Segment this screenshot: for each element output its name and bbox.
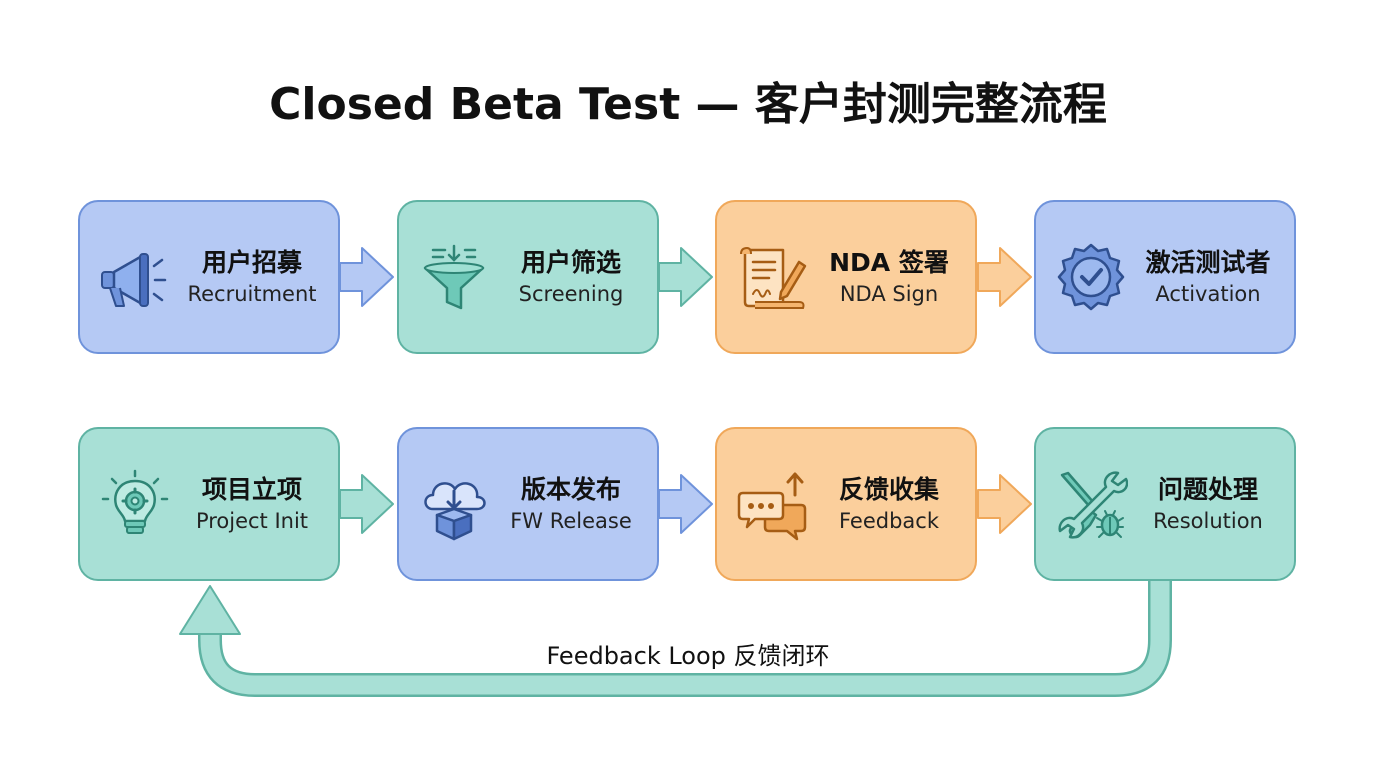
step-title-en: Resolution: [1153, 509, 1263, 533]
step-label: 激活测试者 Activation: [1128, 246, 1288, 308]
step-title-zh: 用户招募: [201, 248, 302, 277]
step-activation: 激活测试者 Activation: [1034, 200, 1296, 354]
step-title-zh: 用户筛选: [520, 248, 621, 277]
step-title-en: Screening: [518, 282, 624, 306]
lightbulb-gear-icon: [101, 469, 169, 534]
chat-bubbles-icon: [737, 472, 807, 541]
step-label: NDA 签署 NDA Sign: [809, 246, 969, 308]
arrow-release-to-feedback: [658, 474, 713, 534]
step-fw-release: 版本发布 FW Release: [397, 427, 659, 581]
step-title-en: Activation: [1155, 282, 1261, 306]
step-label: 版本发布 FW Release: [491, 473, 651, 535]
document-sign-icon: [740, 246, 807, 309]
step-feedback: 反馈收集 Feedback: [715, 427, 977, 581]
step-title-zh: NDA 签署: [829, 248, 949, 277]
arrow-feedback-to-resolution: [977, 474, 1032, 534]
tools-bug-icon: [1058, 471, 1128, 539]
step-label: 用户招募 Recruitment: [172, 246, 332, 308]
feedback-loop-arrow: [179, 580, 1172, 697]
page-title: Closed Beta Test — 客户封测完整流程: [269, 79, 1107, 130]
step-nda-sign: NDA 签署 NDA Sign: [715, 200, 977, 354]
step-label: 项目立项 Project Init: [172, 473, 332, 535]
step-label: 反馈收集 Feedback: [809, 473, 969, 535]
step-resolution: 问题处理 Resolution: [1034, 427, 1296, 581]
step-title-en: FW Release: [510, 509, 632, 533]
arrow-project-init-to-release: [339, 474, 394, 534]
step-title-en: Feedback: [838, 509, 939, 533]
megaphone-icon: [101, 253, 167, 307]
cloud-download-icon: [424, 482, 486, 541]
step-title-zh: 反馈收集: [838, 475, 939, 504]
step-title-en: Project Init: [195, 509, 309, 533]
feedback-loop-label: Feedback Loop 反馈闭环: [546, 642, 830, 670]
step-title-en: Recruitment: [187, 282, 317, 306]
step-title-zh: 激活测试者: [1145, 248, 1271, 277]
step-title-zh: 问题处理: [1157, 475, 1258, 504]
arrow-nda-to-activation: [977, 247, 1032, 307]
check-badge-icon: [1057, 243, 1125, 311]
step-screening: 用户筛选 Screening: [397, 200, 659, 354]
step-title-en: NDA Sign: [839, 282, 939, 306]
arrow-screening-to-nda: [658, 247, 713, 307]
step-project-init: 项目立项 Project Init: [78, 427, 340, 581]
step-label: 用户筛选 Screening: [491, 246, 651, 308]
funnel-icon: [423, 244, 485, 310]
arrow-recruitment-to-screening: [339, 247, 394, 307]
step-title-zh: 版本发布: [520, 475, 621, 504]
step-label: 问题处理 Resolution: [1128, 473, 1288, 535]
step-recruitment: 用户招募 Recruitment: [78, 200, 340, 354]
step-title-zh: 项目立项: [201, 475, 302, 504]
